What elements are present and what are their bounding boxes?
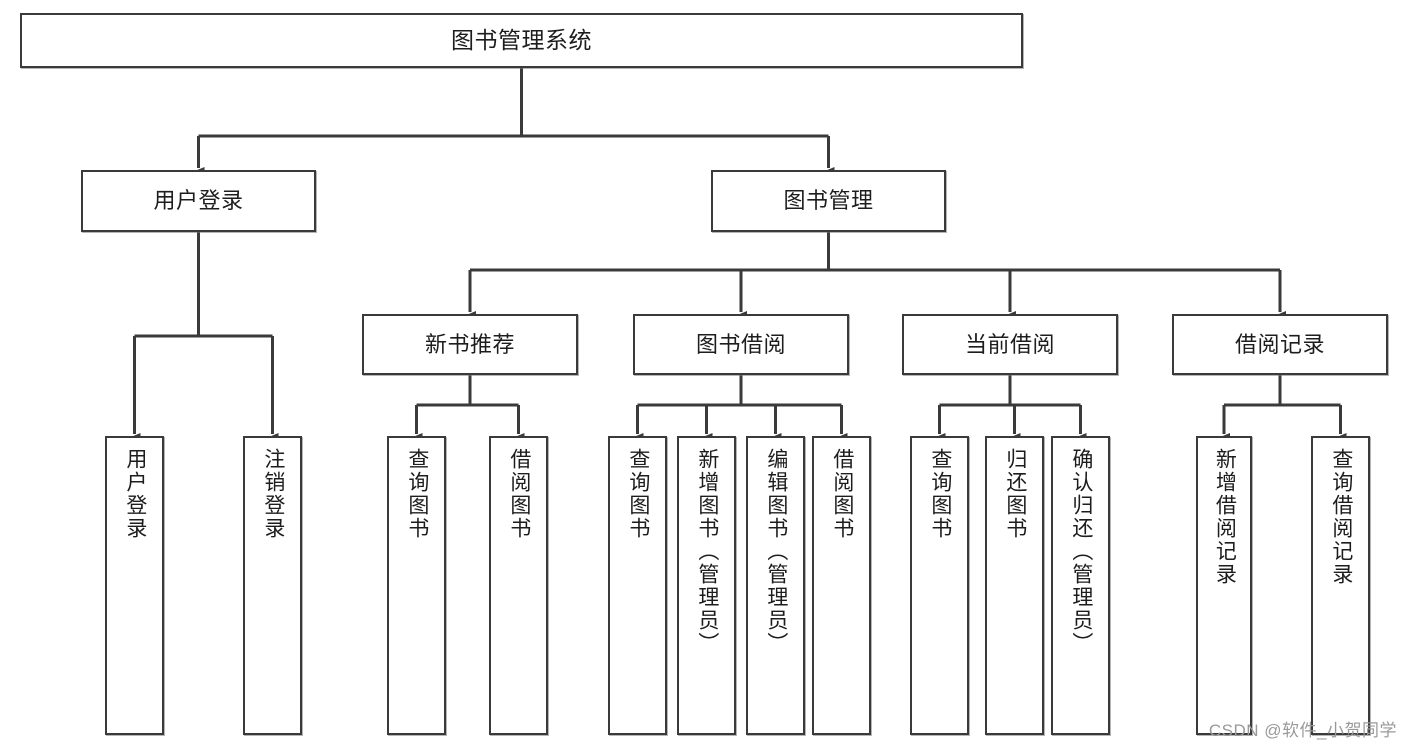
node-l-borrow2[interactable]: 借阅图书: [812, 436, 871, 735]
node-label: 当前借阅: [964, 331, 1055, 357]
node-bookmgmt[interactable]: 图书管理: [711, 170, 946, 232]
node-label: 新增借阅记录: [1213, 448, 1237, 586]
node-l-query3[interactable]: 查询图书: [910, 436, 969, 735]
node-label: 借阅记录: [1234, 331, 1325, 357]
node-login[interactable]: 用户登录: [81, 170, 316, 232]
node-label: 图书借阅: [695, 331, 786, 357]
node-label: 图书管理: [783, 188, 874, 214]
node-root[interactable]: 图书管理系统: [20, 13, 1023, 68]
edge-group: [128, 68, 1347, 443]
node-newbook[interactable]: 新书推荐: [362, 314, 578, 375]
node-l-logout[interactable]: 注销登录: [243, 436, 302, 735]
node-borrow[interactable]: 图书借阅: [633, 314, 849, 375]
node-l-queryrec[interactable]: 查询借阅记录: [1311, 436, 1370, 735]
node-label: 用户登录: [153, 188, 244, 214]
node-l-addrec[interactable]: 新增借阅记录: [1196, 436, 1252, 735]
node-label: 借阅图书: [830, 448, 854, 540]
node-current[interactable]: 当前借阅: [902, 314, 1118, 375]
node-label: 查询图书: [626, 448, 650, 540]
node-l-login[interactable]: 用户登录: [105, 436, 164, 735]
node-label: 查询图书: [405, 448, 429, 540]
node-l-borrow1[interactable]: 借阅图书: [489, 436, 548, 735]
node-l-add[interactable]: 新增图书（管理员）: [677, 436, 736, 735]
node-records[interactable]: 借阅记录: [1172, 314, 1388, 375]
node-label: 查询图书: [928, 448, 952, 540]
node-l-confirm[interactable]: 确认归还（管理员）: [1051, 436, 1110, 735]
node-label: 新书推荐: [424, 331, 515, 357]
node-l-return[interactable]: 归还图书: [985, 436, 1044, 735]
node-label: 归还图书: [1003, 448, 1027, 540]
node-label: 图书管理系统: [451, 26, 592, 53]
node-label: 查询借阅记录: [1329, 448, 1353, 586]
node-label: 编辑图书（管理员）: [764, 448, 788, 655]
node-l-query1[interactable]: 查询图书: [387, 436, 446, 735]
node-label: 确认归还（管理员）: [1069, 448, 1093, 655]
node-label: 用户登录: [123, 448, 147, 540]
node-l-query2[interactable]: 查询图书: [608, 436, 667, 735]
node-label: 新增图书（管理员）: [695, 448, 719, 655]
node-l-edit[interactable]: 编辑图书（管理员）: [746, 436, 805, 735]
node-label: 注销登录: [261, 448, 285, 540]
node-label: 借阅图书: [507, 448, 531, 540]
watermark: CSDN @软件_小贺同学: [1208, 721, 1397, 740]
